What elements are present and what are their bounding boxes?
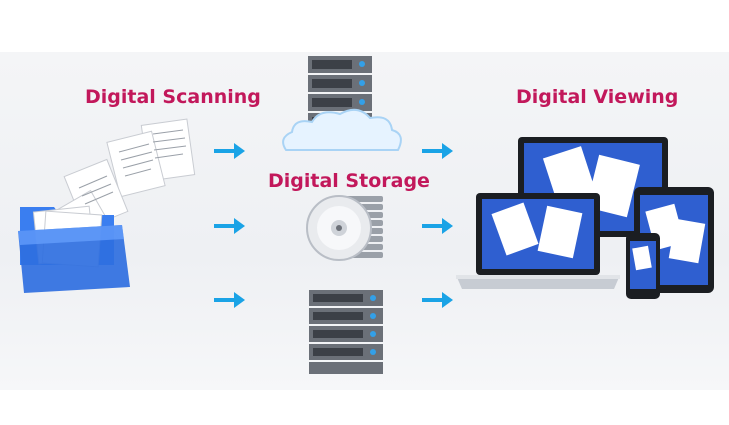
cloud-server-icon bbox=[278, 52, 408, 164]
phone-icon bbox=[626, 233, 660, 299]
laptop-icon bbox=[456, 193, 620, 289]
arrow-right-icon bbox=[420, 289, 454, 311]
title-digital-storage: Digital Storage bbox=[268, 170, 430, 192]
disc-storage-icon bbox=[303, 188, 387, 268]
viewing-devices-icon bbox=[450, 135, 720, 305]
title-digital-scanning: Digital Scanning bbox=[85, 86, 261, 108]
server-rack-icon bbox=[305, 288, 387, 376]
title-digital-viewing: Digital Viewing bbox=[516, 86, 679, 108]
arrow-right-icon bbox=[420, 140, 454, 162]
arrow-right-icon bbox=[212, 140, 246, 162]
folder-icon bbox=[14, 195, 134, 295]
arrow-right-icon bbox=[420, 215, 454, 237]
arrow-right-icon bbox=[212, 215, 246, 237]
arrow-right-icon bbox=[212, 289, 246, 311]
